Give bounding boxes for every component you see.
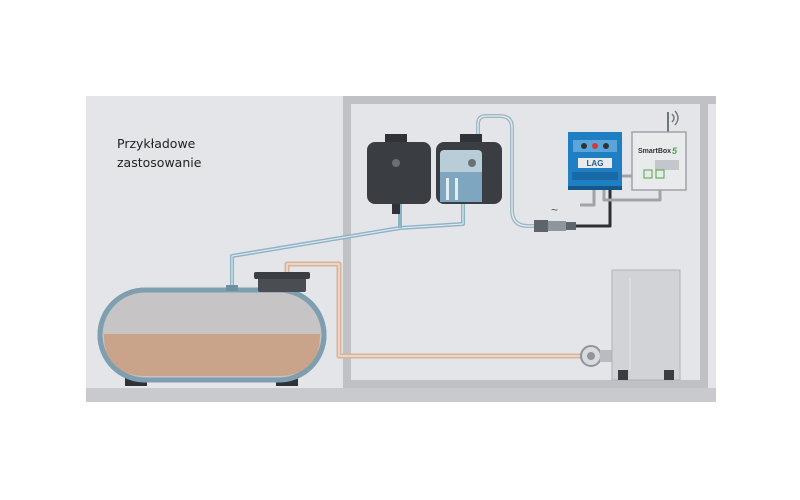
caption-line-2: zastosowanie: [117, 155, 202, 170]
filter-tank-2: [436, 134, 502, 204]
building-walls: [343, 96, 716, 388]
lag-label: LAG: [587, 159, 604, 168]
filter-tank-1: [367, 134, 431, 214]
caption-line-1: Przykładowe: [117, 136, 196, 151]
lag-panel: LAG: [568, 132, 622, 190]
smartbox-number: 5: [672, 146, 678, 156]
smartbox-device: SmartBox 5: [631, 110, 687, 191]
smartbox-label: SmartBox: [638, 148, 671, 155]
sensor-hose: [476, 114, 550, 228]
boiler-unit: [611, 269, 681, 381]
caption: Przykładowe zastosowanie: [117, 134, 267, 172]
floor: [86, 388, 716, 402]
storage-tank: [97, 272, 327, 386]
cable-label: ~: [551, 203, 558, 217]
cable-connector: [534, 220, 576, 232]
pump: [580, 345, 614, 367]
